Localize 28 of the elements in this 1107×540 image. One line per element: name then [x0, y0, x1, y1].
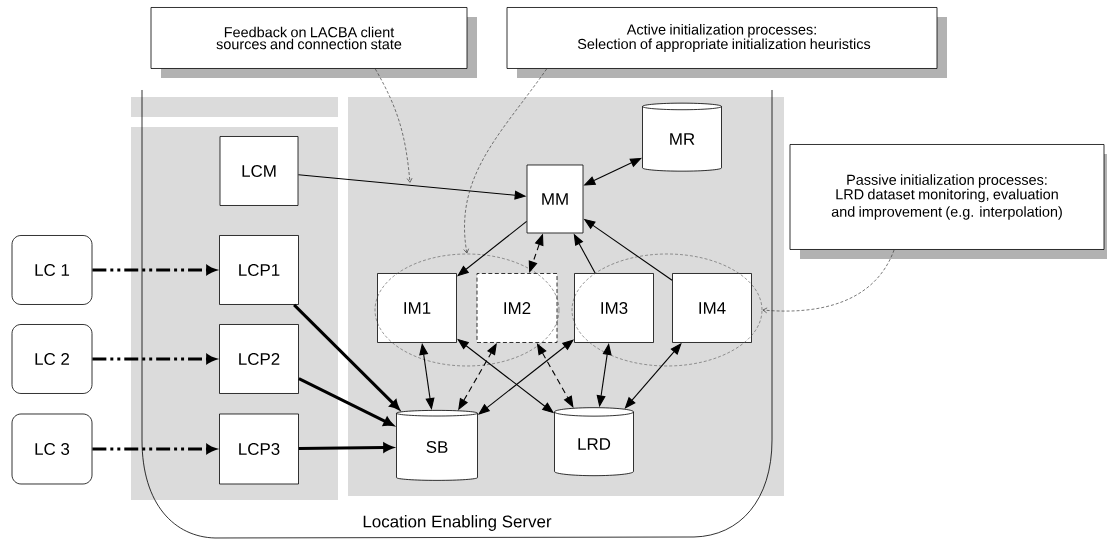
- arrow: [293, 303, 400, 410]
- arrow: [298, 377, 394, 427]
- arrow: [463, 68, 548, 254]
- process-box: IM2: [476, 273, 558, 343]
- process-box: LCP2: [219, 324, 299, 394]
- database-cylinder: SB: [396, 410, 478, 481]
- callout-box: Passive initialization processes: LRD dataset monitoring, evaluation and improvement (e.g. interpolation): [789, 144, 1107, 259]
- process-box: MM: [526, 164, 584, 234]
- process-box: IM4: [672, 273, 752, 343]
- process-box: IM1: [377, 273, 457, 343]
- process-box: IM3: [574, 273, 654, 343]
- arrow: [92, 444, 216, 454]
- process-box: LCP1: [219, 235, 299, 305]
- client-box: LC 2: [11, 324, 93, 394]
- database-cylinder: MR: [642, 102, 722, 172]
- callout-box: Active initialization processes: Selection of appropriate initialization heuristics: [506, 7, 947, 78]
- process-box: LCP3: [219, 413, 299, 485]
- callout-box: Feedback on LACBA client sources and connection state: [150, 7, 477, 78]
- arrow: [762, 249, 895, 314]
- database-cylinder: LRD: [554, 407, 634, 477]
- process-box: LCM: [219, 136, 299, 206]
- dashed-ellipse: [571, 253, 763, 367]
- dashed-ellipse: [374, 253, 560, 367]
- arrow: [92, 265, 216, 275]
- arrow: [374, 68, 413, 183]
- arrow: [92, 354, 216, 364]
- client-box: LC 3: [11, 413, 93, 485]
- client-box: LC 1: [11, 235, 93, 305]
